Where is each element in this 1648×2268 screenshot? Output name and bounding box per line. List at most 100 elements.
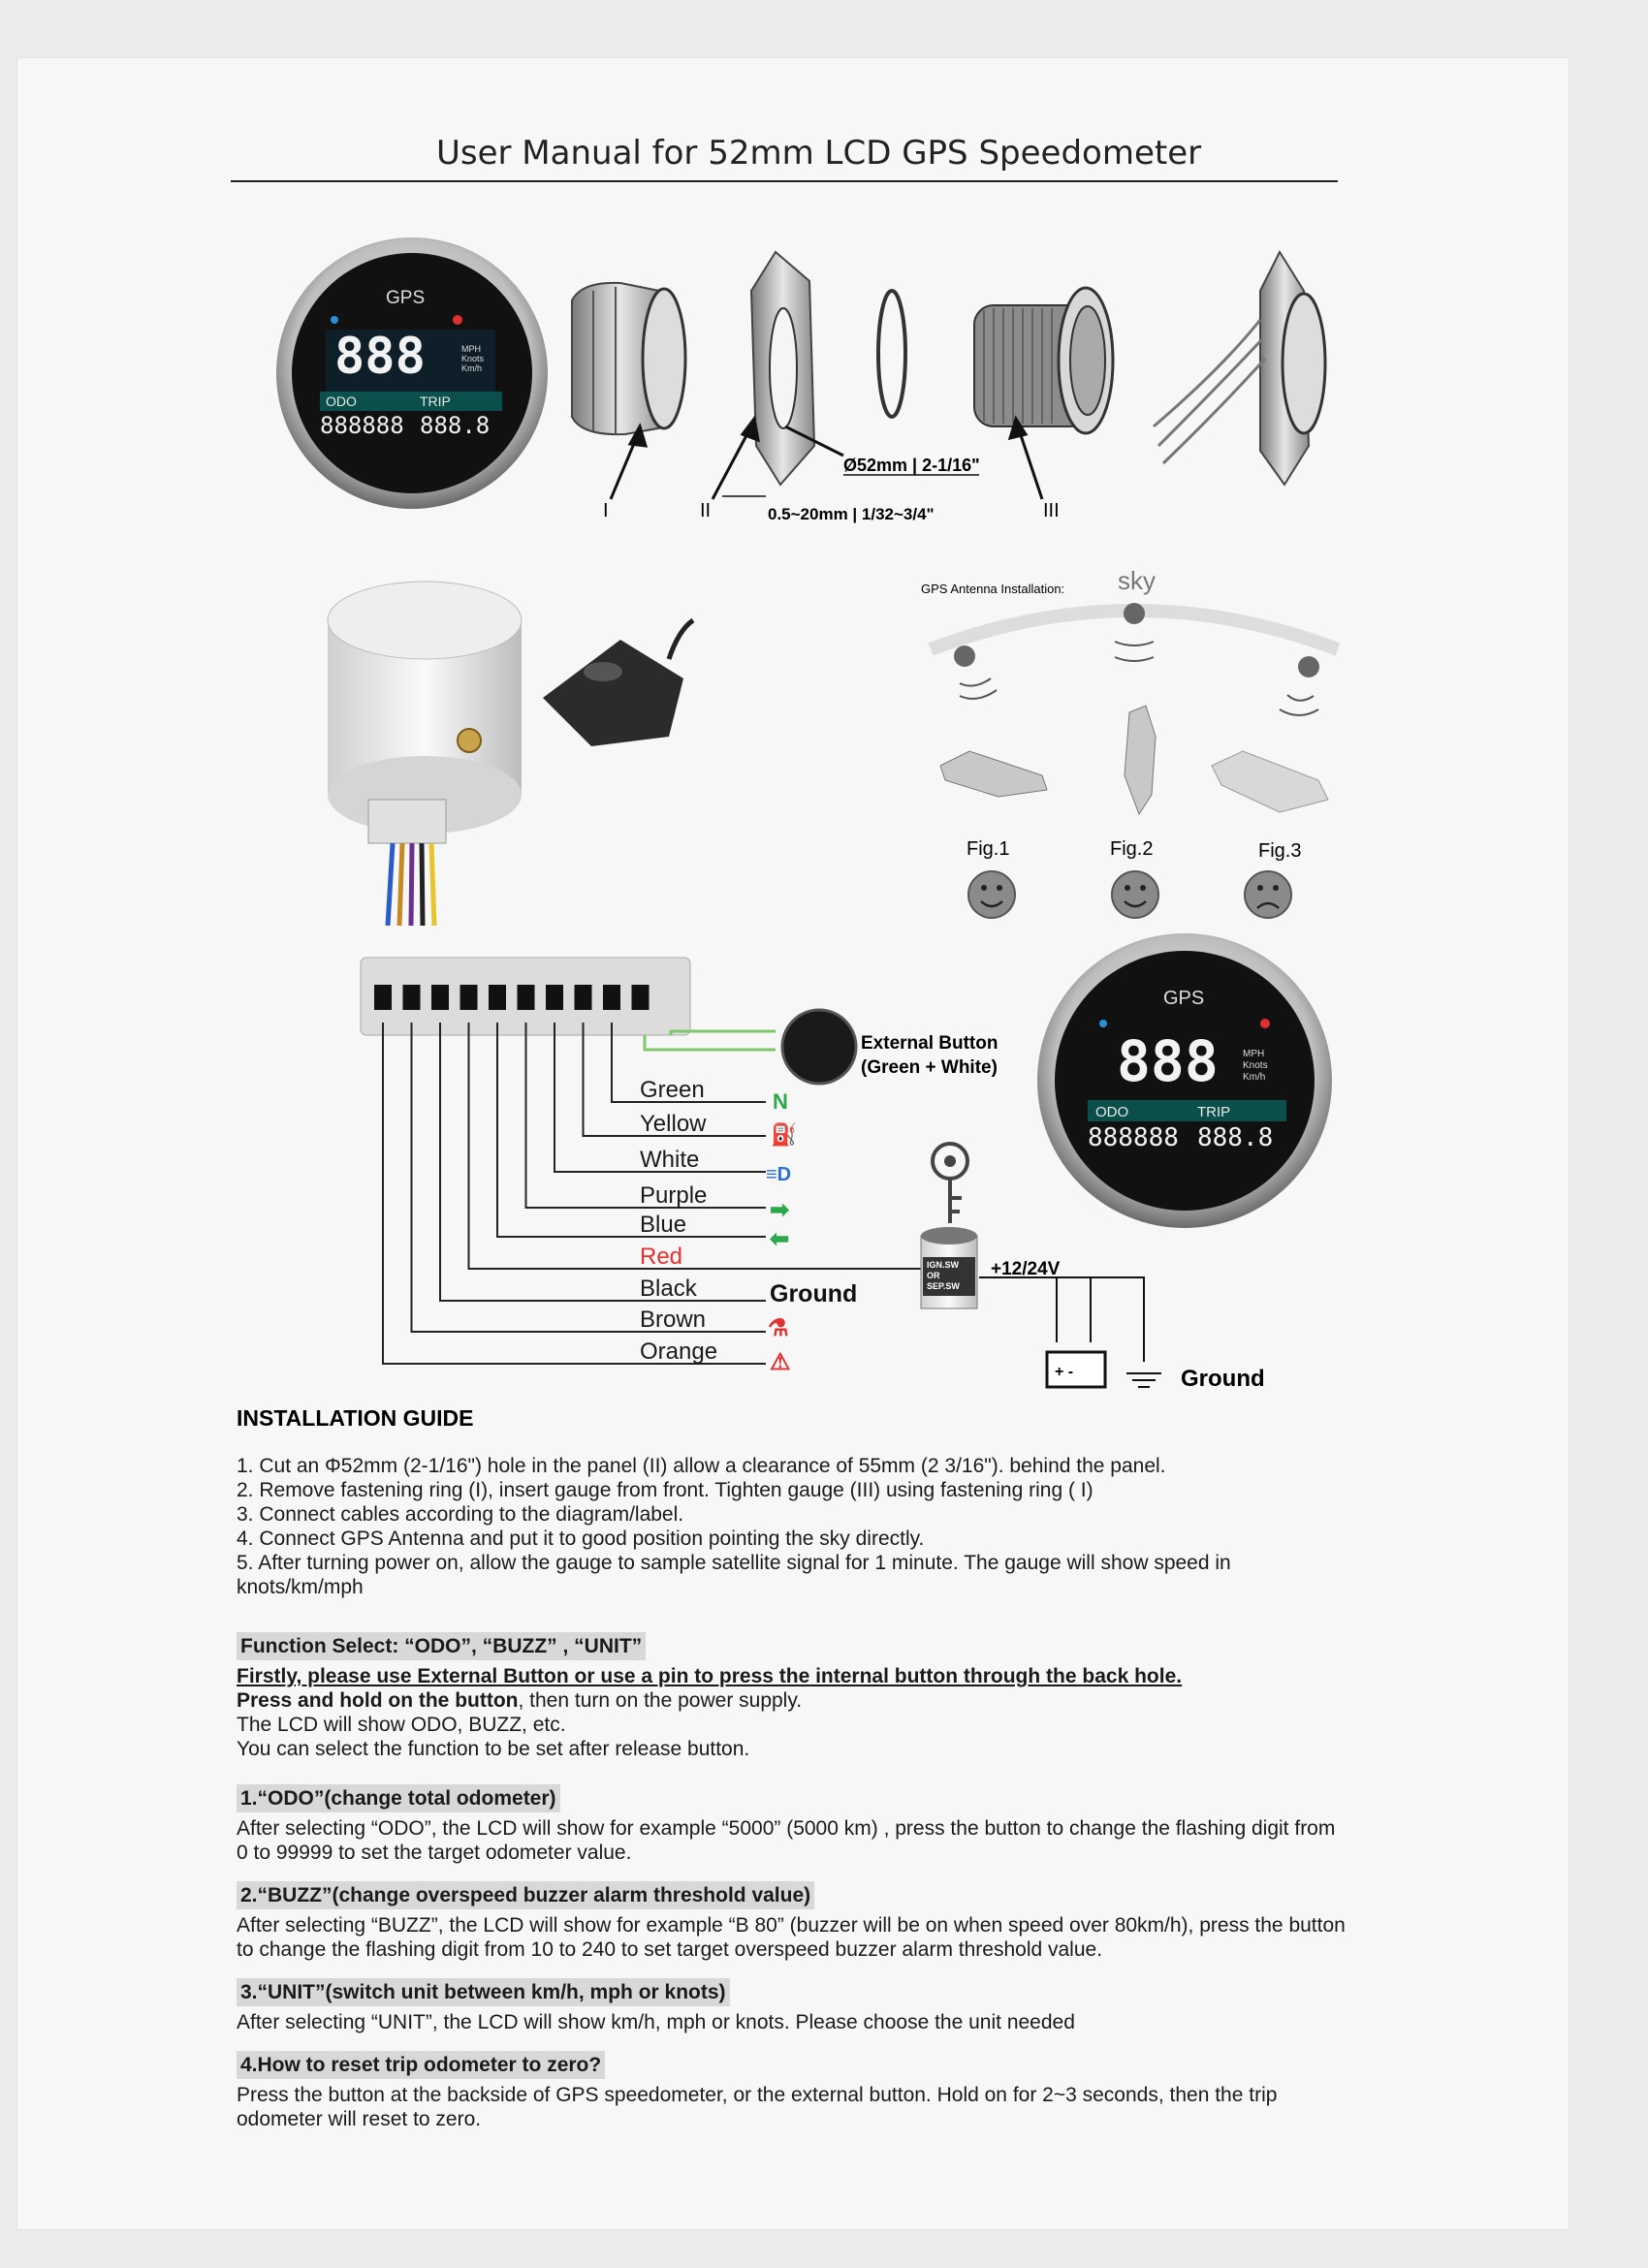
gauge-odo-label: ODO — [326, 394, 357, 409]
reset-section-heading: 4.How to reset trip odometer to zero? — [237, 2051, 606, 2079]
highbeam-indicator-icon — [1099, 1020, 1107, 1027]
gauge-front-view: GPS 888 MPH Knots Km/h ODO TRIP 888888 8… — [276, 237, 548, 509]
buzz-section-heading: 2.“BUZZ”(change overspeed buzzer alarm t… — [237, 1881, 815, 1909]
unit-section: 3.“UNIT”(switch unit between km/h, mph o… — [237, 1978, 1351, 2034]
wire-label-purple: Purple — [640, 1182, 707, 1209]
function-select-line: You can select the function to be set af… — [237, 1738, 750, 1760]
step-5: 5. After turning power on, allow the gau… — [237, 1552, 1231, 1598]
connector-pin — [431, 985, 449, 1010]
switch-text-3: SEP.SW — [927, 1281, 960, 1291]
gauge-trip-digits: 888.8 — [1197, 1123, 1273, 1152]
fig2-label: Fig.2 — [1110, 838, 1153, 860]
part-arrows — [609, 415, 1044, 500]
oil-pressure-icon: ⚗ — [768, 1315, 789, 1341]
wire-label-orange: Orange — [640, 1339, 717, 1365]
wire-label-brown: Brown — [640, 1307, 706, 1333]
connector-pin — [489, 985, 506, 1010]
installation-diagram: GPS 888 MPH Knots Km/h ODO TRIP 888888 8… — [276, 237, 1341, 1392]
external-button-sublabel: (Green + White) — [861, 1057, 998, 1078]
sad-face-icon — [1244, 870, 1292, 919]
part-label-ii: II — [700, 500, 711, 521]
step-4: 4. Connect GPS Antenna and put it to goo… — [237, 1528, 925, 1550]
gauge-trip-label: TRIP — [420, 394, 451, 409]
function-select-block: Function Select: “ODO”, “BUZZ” , “UNIT” … — [237, 1632, 1351, 1761]
buzz-section-body: After selecting “BUZZ”, the LCD will sho… — [237, 1914, 1346, 1961]
unit-section-heading: 3.“UNIT”(switch unit between km/h, mph o… — [237, 1978, 730, 2006]
gauge-front-view: GPS 888 MPH Knots Km/h ODO TRIP 888888 8… — [1037, 933, 1332, 1228]
connector-pin — [574, 985, 592, 1010]
gauge-unit-mph: MPH — [1243, 1049, 1264, 1059]
step-1: 1. Cut an Φ52mm (2-1/16") hole in the pa… — [237, 1455, 1166, 1477]
warning-indicator-icon — [1260, 1019, 1270, 1028]
gauge-odo-digits: 888888 — [1088, 1123, 1179, 1152]
wire-label-white: White — [640, 1147, 699, 1173]
wire-label-red: Red — [640, 1244, 682, 1270]
connector-pin — [631, 985, 650, 1010]
neutral-indicator-icon: N — [773, 1089, 788, 1114]
unit-section-body: After selecting “UNIT”, the LCD will sho… — [237, 2011, 1075, 2033]
odo-section-heading: 1.“ODO”(change total odometer) — [237, 1784, 560, 1812]
antenna-install-title: GPS Antenna Installation: — [921, 582, 1064, 596]
wire-red — [467, 1023, 766, 1270]
part-label-iii: III — [1043, 500, 1060, 521]
gauge-speed-digits: 888 — [1117, 1028, 1219, 1094]
satellite-1-icon — [954, 646, 975, 667]
part-label-i: I — [603, 500, 609, 521]
step-3: 3. Connect cables according to the diagr… — [237, 1503, 684, 1526]
gauge-trip-digits: 888.8 — [420, 412, 490, 439]
odo-section-body: After selecting “ODO”, the LCD will show… — [237, 1817, 1336, 1864]
installation-guide-heading: INSTALLATION GUIDE — [237, 1405, 474, 1431]
switch-text-2: OR — [927, 1271, 940, 1280]
wire-label-blue: Blue — [640, 1212, 686, 1238]
connector-pin — [402, 985, 421, 1010]
buzz-section: 2.“BUZZ”(change overspeed buzzer alarm t… — [237, 1881, 1351, 1962]
wire-blue — [496, 1023, 766, 1238]
gauge-unit-kmh: Km/h — [461, 363, 482, 373]
wire-white — [554, 1023, 766, 1173]
reset-section: 4.How to reset trip odometer to zero? Pr… — [237, 2051, 1351, 2131]
battery-icon: + - — [1045, 1350, 1107, 1389]
step-2: 2. Remove fastening ring (I), insert gau… — [237, 1479, 1093, 1501]
ground-label-battery: Ground — [1181, 1366, 1265, 1392]
panel-part — [749, 250, 816, 487]
function-press-line: Press and hold on the button, then turn … — [237, 1689, 803, 1712]
warning-triangle-icon: ⚠ — [770, 1349, 791, 1375]
smile-face-icon — [1111, 870, 1159, 919]
wire-brown — [410, 1023, 766, 1333]
voltage-label: +12/24V — [991, 1259, 1061, 1279]
satellite-3-icon — [1298, 656, 1319, 677]
reset-section-body: Press the button at the backside of GPS … — [237, 2084, 1278, 2130]
wire-label-black: Black — [640, 1276, 698, 1302]
gauge-gps-label: GPS — [386, 288, 425, 308]
antenna-fig2-icon — [1124, 705, 1157, 816]
gauge-body-part — [973, 286, 1115, 435]
wire-label-green: Green — [640, 1077, 705, 1103]
svg-text:+ -: + - — [1055, 1364, 1073, 1380]
warning-indicator-icon — [453, 315, 462, 325]
antenna-fig1-icon — [939, 750, 1048, 798]
connector-pin — [460, 985, 478, 1010]
ground-label-black: Ground — [770, 1280, 857, 1307]
title-underline — [231, 180, 1338, 182]
gauge-rear-view — [327, 581, 523, 927]
headlight-icon: ≡D — [766, 1164, 791, 1185]
function-lcd-line: The LCD will show ODO, BUZZ, etc. — [237, 1714, 566, 1736]
gps-antenna-icon — [543, 617, 695, 746]
external-button-icon — [780, 1008, 858, 1086]
ignition-switch-icon: IGN.SW OR SEP.SW — [920, 1227, 978, 1309]
gauge-face — [1055, 951, 1315, 1211]
function-select-heading: Function Select: “ODO”, “BUZZ” , “UNIT” — [237, 1632, 647, 1660]
connector-pin — [517, 985, 535, 1010]
connector-pin — [546, 985, 563, 1010]
switch-text-1: IGN.SW — [927, 1260, 960, 1270]
ground-symbol-icon — [1126, 1372, 1161, 1388]
highbeam-indicator-icon — [331, 316, 338, 324]
gauge-unit-mph: MPH — [461, 344, 481, 354]
gauge-odo-label: ODO — [1095, 1104, 1128, 1120]
function-intro-line: Firstly, please use External Button or u… — [237, 1665, 1183, 1687]
sky-label: sky — [1118, 566, 1156, 595]
fastening-ring-part — [571, 281, 687, 436]
antenna-fig3-icon — [1211, 750, 1329, 813]
hole-dimension-label: Ø52mm | 2-1/16" — [843, 456, 980, 475]
fig1-label: Fig.1 — [967, 838, 1009, 860]
